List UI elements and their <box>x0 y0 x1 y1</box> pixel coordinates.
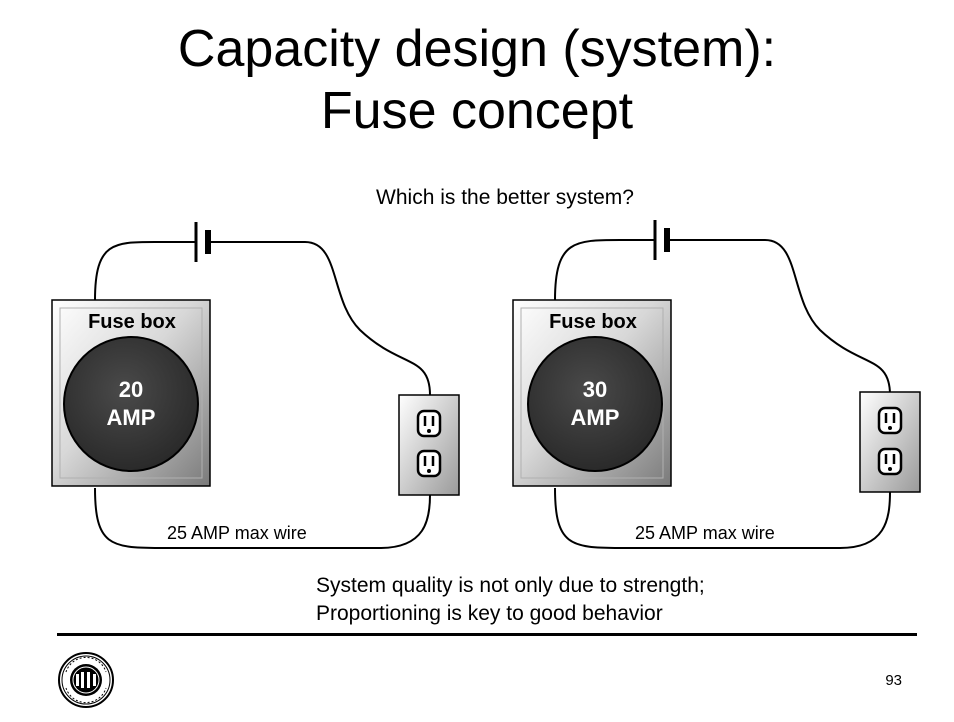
system-2-amp-value: 30 <box>582 377 608 402</box>
system-2-fuse-circle <box>527 336 663 472</box>
system-1-amp-unit: AMP <box>106 405 156 430</box>
conclusion-text: System quality is not only due to streng… <box>316 572 705 628</box>
conclusion-line-1: System quality is not only due to streng… <box>316 574 705 597</box>
system-1-wiring <box>94 240 431 549</box>
system-2-amp-label: 30 AMP <box>535 376 655 432</box>
system-1-amp-value: 20 <box>118 377 144 402</box>
system-2-wiring <box>554 239 891 549</box>
system-2-amp-unit: AMP <box>570 405 620 430</box>
system-2-fusebox <box>512 299 672 487</box>
system-2-fusebox-label: Fuse box <box>549 311 637 333</box>
slide-title: Capacity design (system): Fuse concept <box>0 18 954 142</box>
system-1-wire-label: 25 AMP max wire <box>163 523 311 544</box>
system-2-battery-icon <box>653 220 670 260</box>
conclusion-line-2: Proportioning is key to good behavior <box>316 602 663 625</box>
slide-number: 93 <box>885 672 902 689</box>
system-2-wire-label: 25 AMP max wire <box>631 523 779 544</box>
title-line-2: Fuse concept <box>320 82 634 140</box>
system-1-top-wire <box>94 240 196 301</box>
system-1-top-wire-right <box>208 241 431 396</box>
system-2-bottom-wire <box>554 487 891 549</box>
system-1-outlet-icon <box>398 394 460 496</box>
system-1-battery-icon <box>194 222 211 262</box>
system-2-top-wire-right <box>667 239 891 396</box>
footer-divider <box>57 633 917 636</box>
system-1-amp-label: 20 AMP <box>71 376 191 432</box>
question-text: Which is the better system? <box>376 186 634 209</box>
system-1-fusebox-label: Fuse box <box>88 311 176 333</box>
system-1-fusebox <box>51 299 211 487</box>
system-1-bottom-wire <box>94 487 431 549</box>
title-line-1: Capacity design (system): <box>177 20 777 78</box>
aisc-seal-icon <box>58 652 114 708</box>
system-1-fuse-circle <box>63 336 199 472</box>
system-2-top-wire <box>554 239 655 301</box>
system-2-outlet-icon <box>859 391 921 493</box>
